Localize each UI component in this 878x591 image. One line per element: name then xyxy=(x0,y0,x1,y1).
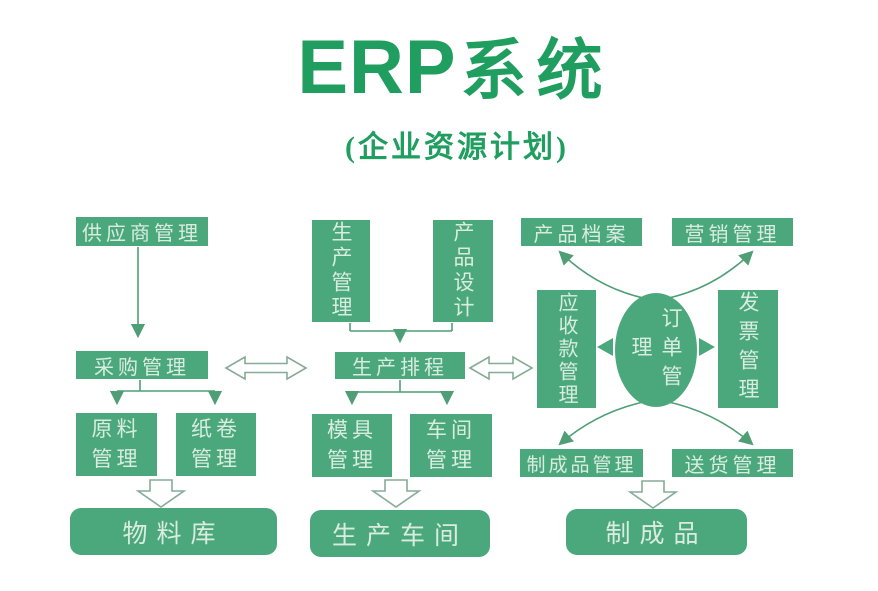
arrow-order-to-receivables xyxy=(597,338,613,356)
node-purchase-management: 采购管理 xyxy=(76,351,208,379)
node-production-schedule: 生产排程 xyxy=(335,352,465,379)
title-cjk: 系统 xyxy=(460,35,613,108)
block-arrow-to-production-workshop xyxy=(370,479,422,508)
node-finished-goods: 制成品 xyxy=(566,509,747,555)
node-raw-material-management: 原料管理 xyxy=(76,413,157,476)
node-order-management: 订单管理 xyxy=(615,293,697,407)
node-delivery-management: 送货管理 xyxy=(672,449,793,477)
double-arrow-purchase-schedule xyxy=(224,355,308,381)
connector-purchase-to-children xyxy=(109,380,223,406)
node-finished-goods-management: 制成品管理 xyxy=(520,449,643,477)
arrow-order-to-invoice xyxy=(699,338,715,356)
node-invoice-management: 发票管理 xyxy=(718,290,778,408)
node-mold-management: 模具管理 xyxy=(312,414,392,477)
node-supplier-management: 供应商管理 xyxy=(76,217,208,246)
double-arrow-schedule-receivables xyxy=(468,355,534,381)
page-title: ERP系统 xyxy=(297,30,612,106)
node-product-design: 产品设计 xyxy=(433,220,493,322)
node-receivables-management: 应收款管理 xyxy=(537,290,596,408)
node-paper-roll-management: 纸卷管理 xyxy=(176,413,256,476)
connector-production-to-schedule xyxy=(349,323,453,344)
node-production-workshop: 生产车间 xyxy=(310,510,490,557)
connector-schedule-to-children xyxy=(344,380,455,406)
node-marketing-management: 营销管理 xyxy=(672,218,793,246)
node-workshop-management: 车间管理 xyxy=(410,414,492,477)
node-product-archive: 产品档案 xyxy=(521,218,642,246)
node-production-management: 生产管理 xyxy=(312,220,370,322)
block-arrow-to-material-store xyxy=(135,479,187,508)
page-subtitle: (企业资源计划) xyxy=(345,131,569,164)
block-arrow-to-finished-goods xyxy=(627,480,679,509)
node-material-store: 物料库 xyxy=(70,508,277,555)
title-latin: ERP xyxy=(297,25,457,110)
